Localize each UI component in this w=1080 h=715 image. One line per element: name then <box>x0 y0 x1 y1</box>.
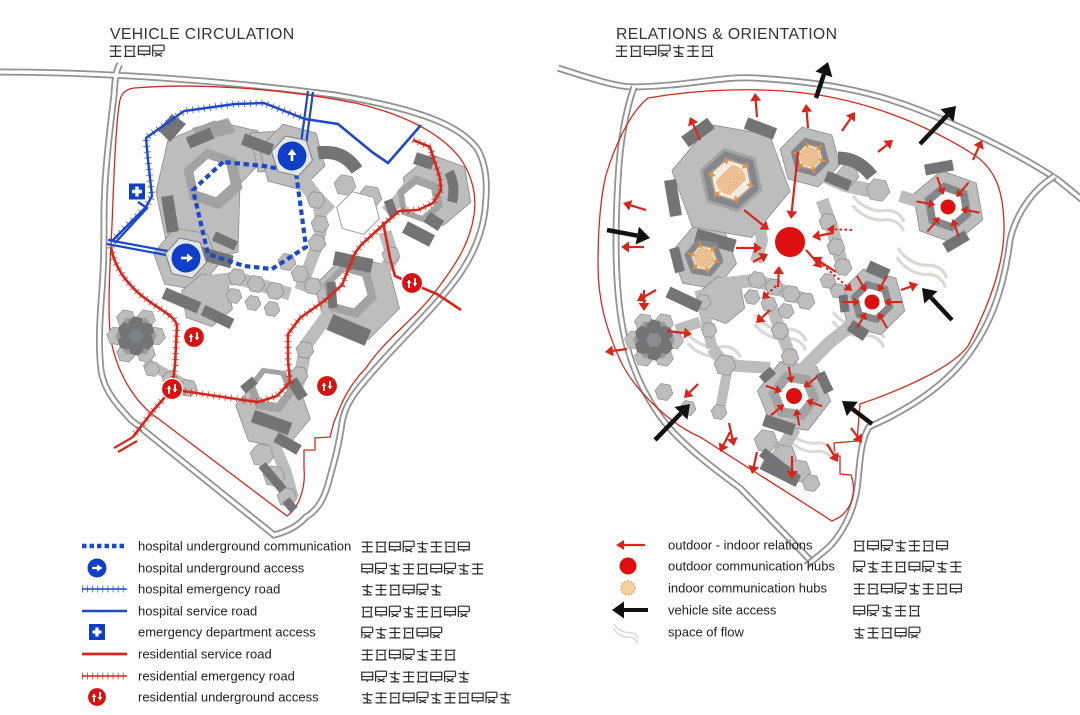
svg-text:hospital underground communica: hospital underground communication <box>138 539 351 554</box>
svg-text:RELATIONS & ORIENTATION: RELATIONS & ORIENTATION <box>616 26 837 43</box>
svg-text:residential underground acce: residential underground access <box>138 690 319 705</box>
svg-text:VEHICLE CIRCULATION: VEHICLE CIRCULATION <box>110 26 295 43</box>
svg-text:indoor communication hubs: indoor communication hubs <box>668 581 827 596</box>
svg-text:hospital underground access: hospital underground access <box>138 561 305 576</box>
svg-text:emergency department access: emergency department access <box>138 625 316 640</box>
svg-text:hospital service road: hospital service road <box>138 604 257 619</box>
svg-text:residential emergency road: residential emergency road <box>138 669 295 684</box>
svg-text:outdoor - indoor relations: outdoor - indoor relations <box>668 538 813 553</box>
svg-text:hospital emergency road: hospital emergency road <box>138 582 280 597</box>
svg-text:outdoor communication hubs: outdoor communication hubs <box>668 559 835 574</box>
svg-text:vehicle site access: vehicle site access <box>668 603 777 618</box>
svg-text:residential service road: residential service road <box>138 647 272 662</box>
svg-text:space of flow: space of flow <box>668 625 744 640</box>
